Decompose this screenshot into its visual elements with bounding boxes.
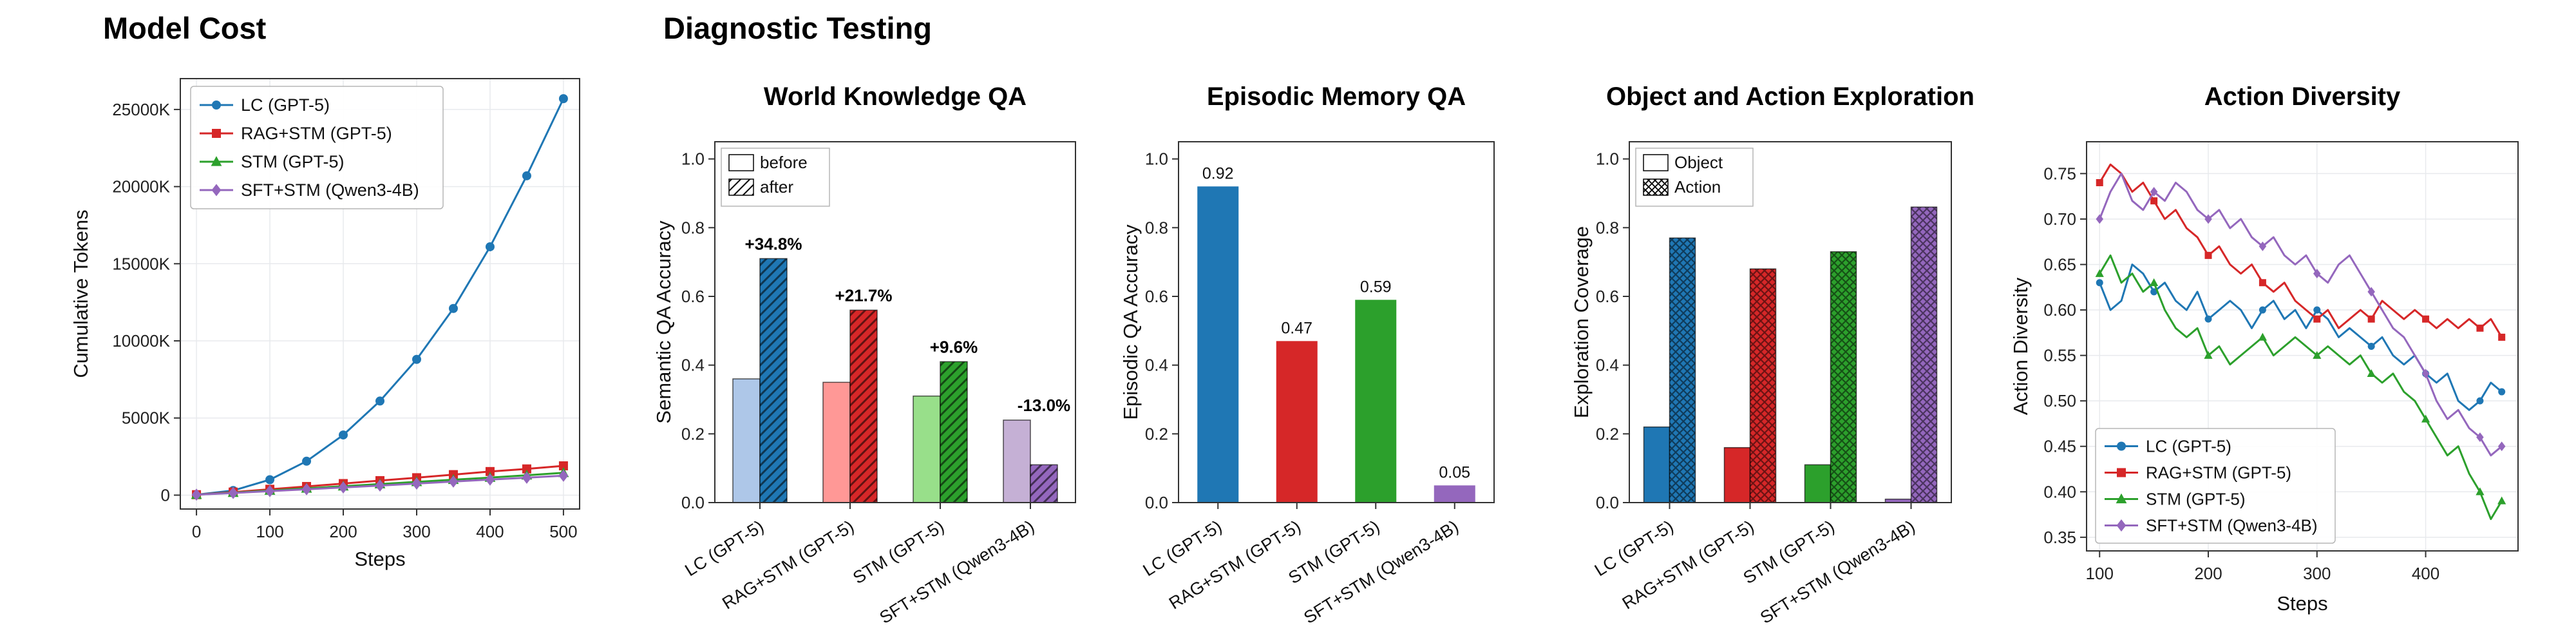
svg-text:RAG+STM (GPT-5): RAG+STM (GPT-5) bbox=[2146, 463, 2291, 483]
svg-text:Object: Object bbox=[1674, 153, 1723, 172]
svg-text:0.92: 0.92 bbox=[1202, 164, 1234, 182]
svg-text:0.2: 0.2 bbox=[1145, 424, 1168, 443]
svg-text:0.8: 0.8 bbox=[681, 218, 705, 237]
svg-text:Action: Action bbox=[1674, 177, 1721, 197]
svg-text:SFT+STM (Qwen3-4B): SFT+STM (Qwen3-4B) bbox=[241, 180, 419, 200]
svg-text:0.59: 0.59 bbox=[1360, 278, 1392, 296]
svg-text:0.6: 0.6 bbox=[681, 287, 705, 306]
svg-text:RAG+STM (GPT-5): RAG+STM (GPT-5) bbox=[1619, 517, 1757, 613]
svg-text:LC (GPT-5): LC (GPT-5) bbox=[2146, 437, 2231, 456]
svg-text:0.47: 0.47 bbox=[1281, 319, 1312, 337]
svg-text:400: 400 bbox=[476, 522, 504, 541]
svg-text:Steps: Steps bbox=[354, 548, 405, 570]
svg-text:RAG+STM (GPT-5): RAG+STM (GPT-5) bbox=[241, 124, 392, 143]
svg-text:0.4: 0.4 bbox=[681, 356, 705, 375]
svg-text:0.0: 0.0 bbox=[1145, 493, 1168, 512]
chart-title-world-knowledge-qa: World Knowledge QA bbox=[763, 82, 1027, 111]
svg-text:100: 100 bbox=[2086, 564, 2114, 583]
svg-text:0.0: 0.0 bbox=[1596, 493, 1619, 512]
svg-text:300: 300 bbox=[402, 522, 430, 541]
svg-text:0.60: 0.60 bbox=[2043, 300, 2076, 320]
svg-text:500: 500 bbox=[549, 522, 577, 541]
svg-text:0.2: 0.2 bbox=[681, 424, 705, 443]
svg-text:0.4: 0.4 bbox=[1145, 356, 1168, 375]
svg-text:Action Diversity: Action Diversity bbox=[2009, 277, 2032, 415]
svg-text:0.2: 0.2 bbox=[1596, 424, 1619, 443]
svg-text:100: 100 bbox=[256, 522, 283, 541]
svg-text:Cumulative Tokens: Cumulative Tokens bbox=[70, 209, 92, 378]
svg-text:1.0: 1.0 bbox=[1145, 149, 1168, 169]
svg-text:0.8: 0.8 bbox=[1145, 218, 1168, 237]
svg-text:0.05: 0.05 bbox=[1439, 463, 1470, 481]
svg-text:0.6: 0.6 bbox=[1596, 287, 1619, 306]
svg-text:Episodic QA Accuracy: Episodic QA Accuracy bbox=[1119, 224, 1142, 420]
chart-title-episodic-memory-qa: Episodic Memory QA bbox=[1206, 82, 1466, 111]
svg-text:LC (GPT-5): LC (GPT-5) bbox=[241, 95, 330, 115]
svg-text:0.55: 0.55 bbox=[2043, 346, 2076, 365]
svg-text:0.45: 0.45 bbox=[2043, 437, 2076, 456]
svg-text:LC (GPT-5): LC (GPT-5) bbox=[681, 517, 767, 581]
svg-text:before: before bbox=[760, 153, 808, 172]
svg-text:0.65: 0.65 bbox=[2043, 255, 2076, 274]
svg-text:20000K: 20000K bbox=[112, 177, 170, 197]
svg-text:Exploration Coverage: Exploration Coverage bbox=[1570, 226, 1593, 418]
svg-text:0.40: 0.40 bbox=[2043, 482, 2076, 501]
svg-text:0.0: 0.0 bbox=[681, 493, 705, 512]
svg-text:200: 200 bbox=[2194, 564, 2222, 583]
svg-text:1.0: 1.0 bbox=[681, 149, 705, 169]
svg-text:0.6: 0.6 bbox=[1145, 287, 1168, 306]
chart-title-object-action-exploration: Object and Action Exploration bbox=[1606, 82, 1975, 111]
svg-text:0: 0 bbox=[161, 485, 170, 505]
svg-text:after: after bbox=[760, 177, 793, 197]
svg-text:SFT+STM (Qwen3-4B): SFT+STM (Qwen3-4B) bbox=[876, 517, 1038, 625]
section-title-diagnostic-testing: Diagnostic Testing bbox=[663, 11, 932, 45]
svg-text:RAG+STM (GPT-5): RAG+STM (GPT-5) bbox=[1166, 517, 1304, 613]
svg-text:15000K: 15000K bbox=[112, 254, 170, 273]
svg-text:10000K: 10000K bbox=[112, 331, 170, 351]
svg-text:SFT+STM (Qwen3-4B): SFT+STM (Qwen3-4B) bbox=[2146, 516, 2318, 535]
svg-text:Steps: Steps bbox=[2277, 592, 2327, 615]
svg-text:300: 300 bbox=[2303, 564, 2331, 583]
svg-text:200: 200 bbox=[329, 522, 357, 541]
svg-text:1.0: 1.0 bbox=[1596, 149, 1619, 169]
object-action-exploration-bar-chart: LC (GPT-5)RAG+STM (GPT-5)STM (GPT-5)SFT+… bbox=[1570, 141, 1952, 625]
svg-text:0.75: 0.75 bbox=[2043, 164, 2076, 183]
svg-text:0.50: 0.50 bbox=[2043, 391, 2076, 410]
svg-text:25000K: 25000K bbox=[112, 100, 170, 119]
model-cost-line-chart: 0 5000K 10000K 15000K 20000K 25000K 0 100 200 300… bbox=[70, 78, 580, 570]
svg-text:0: 0 bbox=[192, 522, 201, 541]
svg-text:0.70: 0.70 bbox=[2043, 209, 2076, 229]
svg-text:-13.0%: -13.0% bbox=[1018, 396, 1070, 415]
chart-title-action-diversity: Action Diversity bbox=[2204, 82, 2401, 111]
svg-text:0.35: 0.35 bbox=[2043, 528, 2076, 547]
world-knowledge-qa-bar-chart: +34.8%LC (GPT-5)+21.7%RAG+STM (GPT-5)+9.… bbox=[652, 141, 1076, 625]
svg-text:0.8: 0.8 bbox=[1596, 218, 1619, 237]
svg-text:STM (GPT-5): STM (GPT-5) bbox=[241, 152, 345, 171]
section-title-model-cost: Model Cost bbox=[103, 11, 267, 45]
svg-text:+34.8%: +34.8% bbox=[745, 234, 802, 253]
svg-text:+9.6%: +9.6% bbox=[930, 337, 978, 356]
svg-text:+21.7%: +21.7% bbox=[835, 285, 893, 305]
svg-text:0.4: 0.4 bbox=[1596, 356, 1619, 375]
svg-text:STM (GPT-5): STM (GPT-5) bbox=[2146, 490, 2246, 509]
svg-text:5000K: 5000K bbox=[122, 409, 171, 428]
action-diversity-line-chart: 0.35 0.40 0.45 0.50 0.55 0.60 0.65 0.70 0.75 100 2… bbox=[2009, 141, 2519, 615]
svg-text:Semantic QA Accuracy: Semantic QA Accuracy bbox=[652, 220, 675, 424]
svg-text:400: 400 bbox=[2412, 564, 2439, 583]
